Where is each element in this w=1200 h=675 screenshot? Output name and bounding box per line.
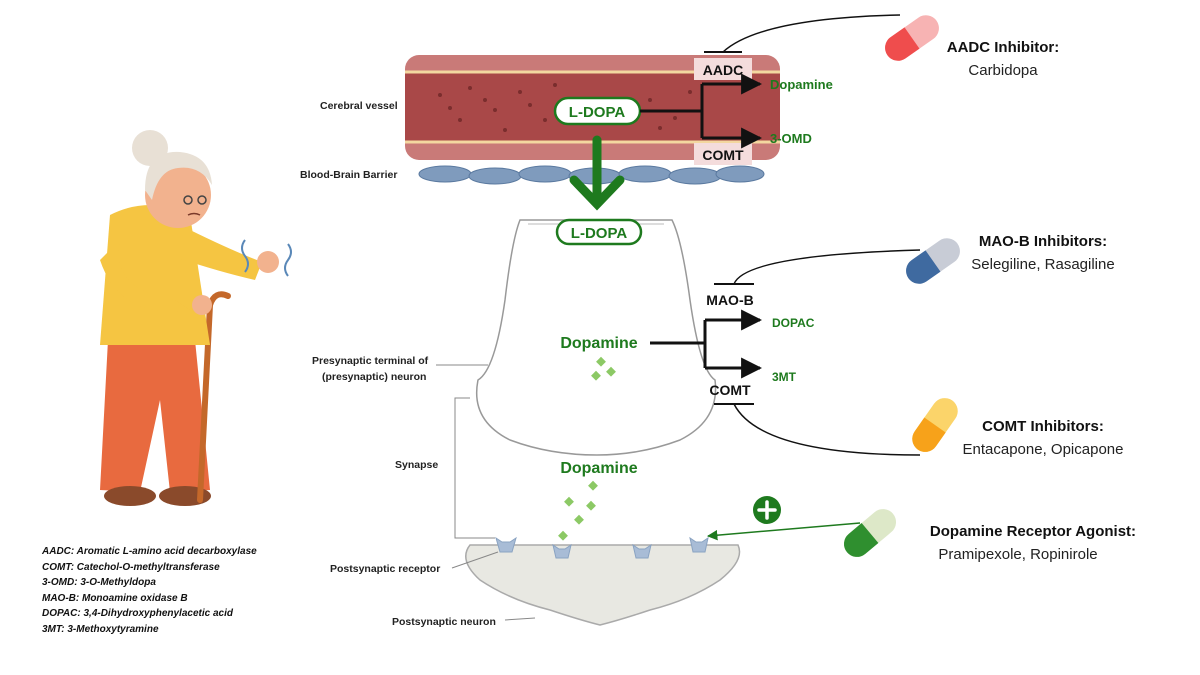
maob-pill-icon xyxy=(906,238,960,284)
agonist-names: Pramipexole, Ropinirole xyxy=(938,546,1097,563)
postsynaptic-receptors xyxy=(495,536,709,559)
synapse-dopamine-label: Dopamine xyxy=(560,460,637,477)
postsynaptic-receptor-label: Postsynaptic receptor xyxy=(330,563,440,575)
glasses-right xyxy=(197,195,207,205)
vessel-aadc-box xyxy=(694,58,752,80)
synapse-bracket xyxy=(454,397,495,539)
presynaptic-terminal xyxy=(476,219,717,456)
comt-inhibitor-names: Entacapone, Opicapone xyxy=(963,441,1124,458)
presynaptic-dopamine-label: Dopamine xyxy=(560,335,637,352)
synapse-label: Synapse xyxy=(395,459,438,471)
glasses-left xyxy=(183,195,193,205)
vessel-3omd-label: 3-OMD xyxy=(770,131,812,146)
maob-inhibition-line xyxy=(733,249,921,285)
postsynaptic-neuron xyxy=(465,544,741,626)
presynaptic-ldopa-badge xyxy=(555,218,643,246)
hair-bun xyxy=(132,130,168,166)
left-shoe xyxy=(104,486,156,506)
vessel-comt-box xyxy=(694,143,752,165)
agonist-activation-line xyxy=(706,522,861,541)
comt-pill-icon xyxy=(912,398,958,452)
legend-item: MAO-B: Monoamine oxidase B xyxy=(42,592,188,604)
presynaptic-3mt-label: 3MT xyxy=(772,370,797,384)
legend-item: DOPAC: 3,4-Dihydroxyphenylacetic acid xyxy=(42,608,233,620)
dopamine-molecules-presynaptic xyxy=(591,356,616,381)
mouth xyxy=(187,212,201,216)
comt-inhibitor-title: COMT Inhibitors: xyxy=(982,418,1104,435)
presynaptic-ldopa-label: L-DOPA xyxy=(571,225,628,242)
lower-hand xyxy=(192,295,212,315)
postsynaptic-neuron-label: Postsynaptic neuron xyxy=(392,616,496,628)
agonist-title: Dopamine Receptor Agonist: xyxy=(930,523,1136,540)
vessel-ldopa-label: L-DOPA xyxy=(569,104,626,121)
comt-inhibition-line xyxy=(733,403,921,456)
presynaptic-comt-label: COMT xyxy=(709,382,751,398)
pants xyxy=(100,340,210,492)
blood-particles xyxy=(438,83,692,132)
hair xyxy=(145,151,212,200)
tremor-mark-right xyxy=(284,243,292,277)
legend-item: COMT: Catechol-O-methyltransferase xyxy=(42,561,220,573)
receptor-3 xyxy=(632,543,652,559)
flow-arrow-1-head xyxy=(569,175,625,211)
presynaptic-label-line1: Presynaptic terminal of xyxy=(312,355,429,367)
receptor-2 xyxy=(552,543,572,559)
aadc-inhibitor-title: AADC Inhibitor: xyxy=(947,39,1059,56)
maob-inhibitor-names: Selegiline, Rasagiline xyxy=(971,256,1114,273)
presynaptic-label-line2: (presynaptic) neuron xyxy=(322,371,426,383)
head xyxy=(145,162,211,228)
presynaptic-maob-label: MAO-B xyxy=(706,292,753,308)
blood-brain-barrier-cells xyxy=(418,165,765,185)
blood-brain-barrier-label: Blood-Brain Barrier xyxy=(300,169,397,181)
dopamine-molecules-synapse xyxy=(558,480,598,541)
cerebral-vessel-label: Cerebral vessel xyxy=(320,100,398,112)
legend-item: 3-OMD: 3-O-Methyldopa xyxy=(42,577,156,589)
lower-arm xyxy=(100,240,190,312)
maob-inhibitor-title: MAO-B Inhibitors: xyxy=(979,233,1107,250)
agonist-pill-icon xyxy=(843,509,897,557)
plus-icon-glyph xyxy=(757,500,777,520)
vessel-comt-label: COMT xyxy=(702,147,744,163)
aadc-inhibitor-names: Carbidopa xyxy=(968,62,1038,79)
vessel-dopamine-label: Dopamine xyxy=(770,77,833,92)
raised-hand xyxy=(257,251,279,273)
raised-arm xyxy=(178,225,262,280)
receptor-1 xyxy=(495,536,517,553)
elderly-patient-illustration xyxy=(100,130,292,506)
legend-item: 3MT: 3-Methoxytyramine xyxy=(42,623,159,635)
tremor-mark-left xyxy=(241,239,249,273)
legend-item: AADC: Aromatic L-amino acid decarboxylas… xyxy=(42,546,257,557)
aadc-pill-icon xyxy=(885,15,939,61)
cerebral-vessel: L-DOPA AADC COMT Dopamine 3-OMD xyxy=(405,55,833,165)
vessel-aadc-label: AADC xyxy=(703,62,743,78)
neuron-leader-line xyxy=(504,617,536,621)
presynaptic-dopac-label: DOPAC xyxy=(772,316,815,330)
receptor-4 xyxy=(689,536,709,553)
cane-handle xyxy=(207,291,231,308)
abbreviation-legend: AADC: Aromatic L-amino acid decarboxylas… xyxy=(42,544,257,638)
aadc-inhibition-line xyxy=(722,14,901,53)
receptor-leader-line xyxy=(451,551,499,569)
